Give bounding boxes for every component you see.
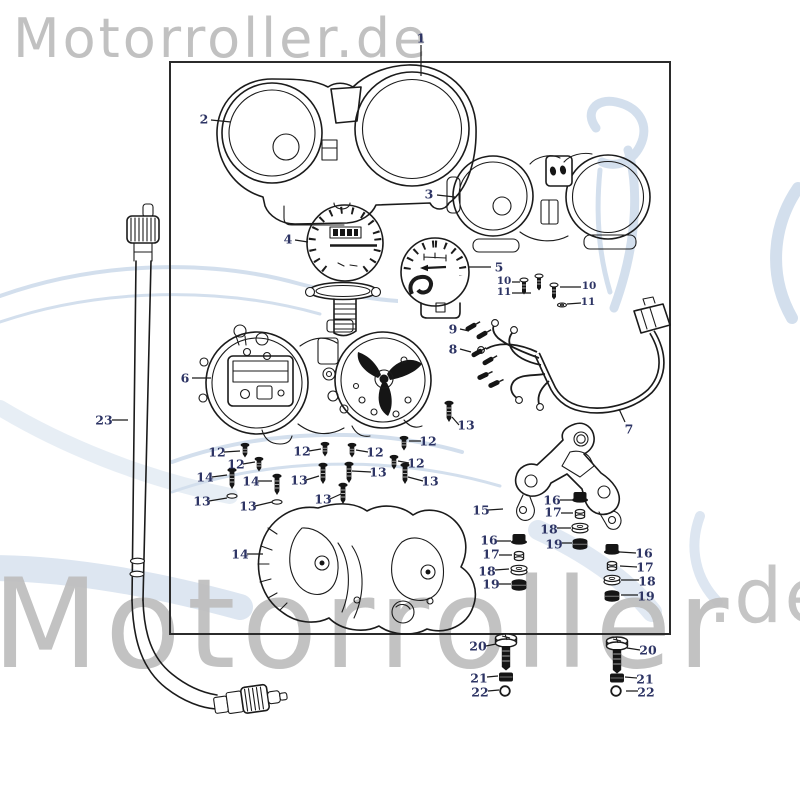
callout-12: 12: [366, 444, 384, 460]
callout-18: 18: [638, 573, 656, 589]
callout-5: 5: [494, 259, 504, 275]
wiring-harness: [477, 296, 671, 414]
callout-17: 17: [482, 546, 500, 562]
gauge-screws: [519, 273, 568, 308]
callout-8: 8: [448, 341, 458, 357]
callout-13: 13: [193, 493, 211, 509]
callout-7: 7: [624, 421, 634, 437]
callout-19: 19: [545, 536, 563, 552]
callout-22: 22: [471, 684, 489, 700]
callout-10: 10: [581, 280, 597, 292]
callout-17: 17: [544, 504, 562, 520]
callout-12: 12: [407, 455, 425, 471]
speedometer-gauge: [304, 204, 384, 337]
gauge-mechanism: [198, 319, 432, 445]
callout-4: 4: [283, 231, 293, 247]
callout-12: 12: [227, 456, 245, 472]
callout-22: 22: [637, 684, 655, 700]
callout-21: 21: [636, 671, 654, 687]
callout-3: 3: [424, 186, 434, 202]
callout-19: 19: [637, 588, 655, 604]
callout-23: 23: [95, 412, 113, 428]
callout-9: 9: [448, 321, 458, 337]
callout-12: 12: [208, 444, 226, 460]
callout-13: 13: [421, 473, 439, 489]
callout-20: 20: [639, 642, 657, 658]
callout-15: 15: [472, 502, 490, 518]
callout-2: 2: [199, 111, 209, 127]
callout-13: 13: [290, 472, 308, 488]
callout-18: 18: [540, 521, 558, 537]
speedo-cable: [126, 203, 288, 714]
callout-10: 10: [496, 275, 512, 287]
callout-11: 11: [496, 286, 512, 298]
callout-19: 19: [482, 576, 500, 592]
callout-13: 13: [314, 491, 332, 507]
callout-1: 1: [416, 30, 426, 46]
callout-14: 14: [231, 546, 249, 562]
callout-14: 14: [242, 473, 260, 489]
callout-12: 12: [419, 433, 437, 449]
callout-21: 21: [470, 670, 488, 686]
leader-lines: [112, 45, 641, 692]
callout-16: 16: [480, 532, 498, 548]
diagram-border: [169, 61, 671, 635]
callout-14: 14: [196, 469, 214, 485]
callout-13: 13: [457, 417, 475, 433]
callout-18: 18: [478, 563, 496, 579]
fuel-gauge: [398, 237, 472, 319]
callout-13: 13: [239, 498, 257, 514]
callout-16: 16: [635, 545, 653, 561]
callout-6: 6: [180, 370, 190, 386]
callout-13: 13: [369, 464, 387, 480]
callout-17: 17: [636, 559, 654, 575]
callout-12: 12: [293, 443, 311, 459]
callout-11: 11: [580, 296, 596, 308]
front-housing: [216, 64, 477, 226]
bottom-cover: [257, 503, 477, 635]
callout-16: 16: [543, 492, 561, 508]
rear-housing: [446, 152, 651, 253]
callout-20: 20: [469, 638, 487, 654]
